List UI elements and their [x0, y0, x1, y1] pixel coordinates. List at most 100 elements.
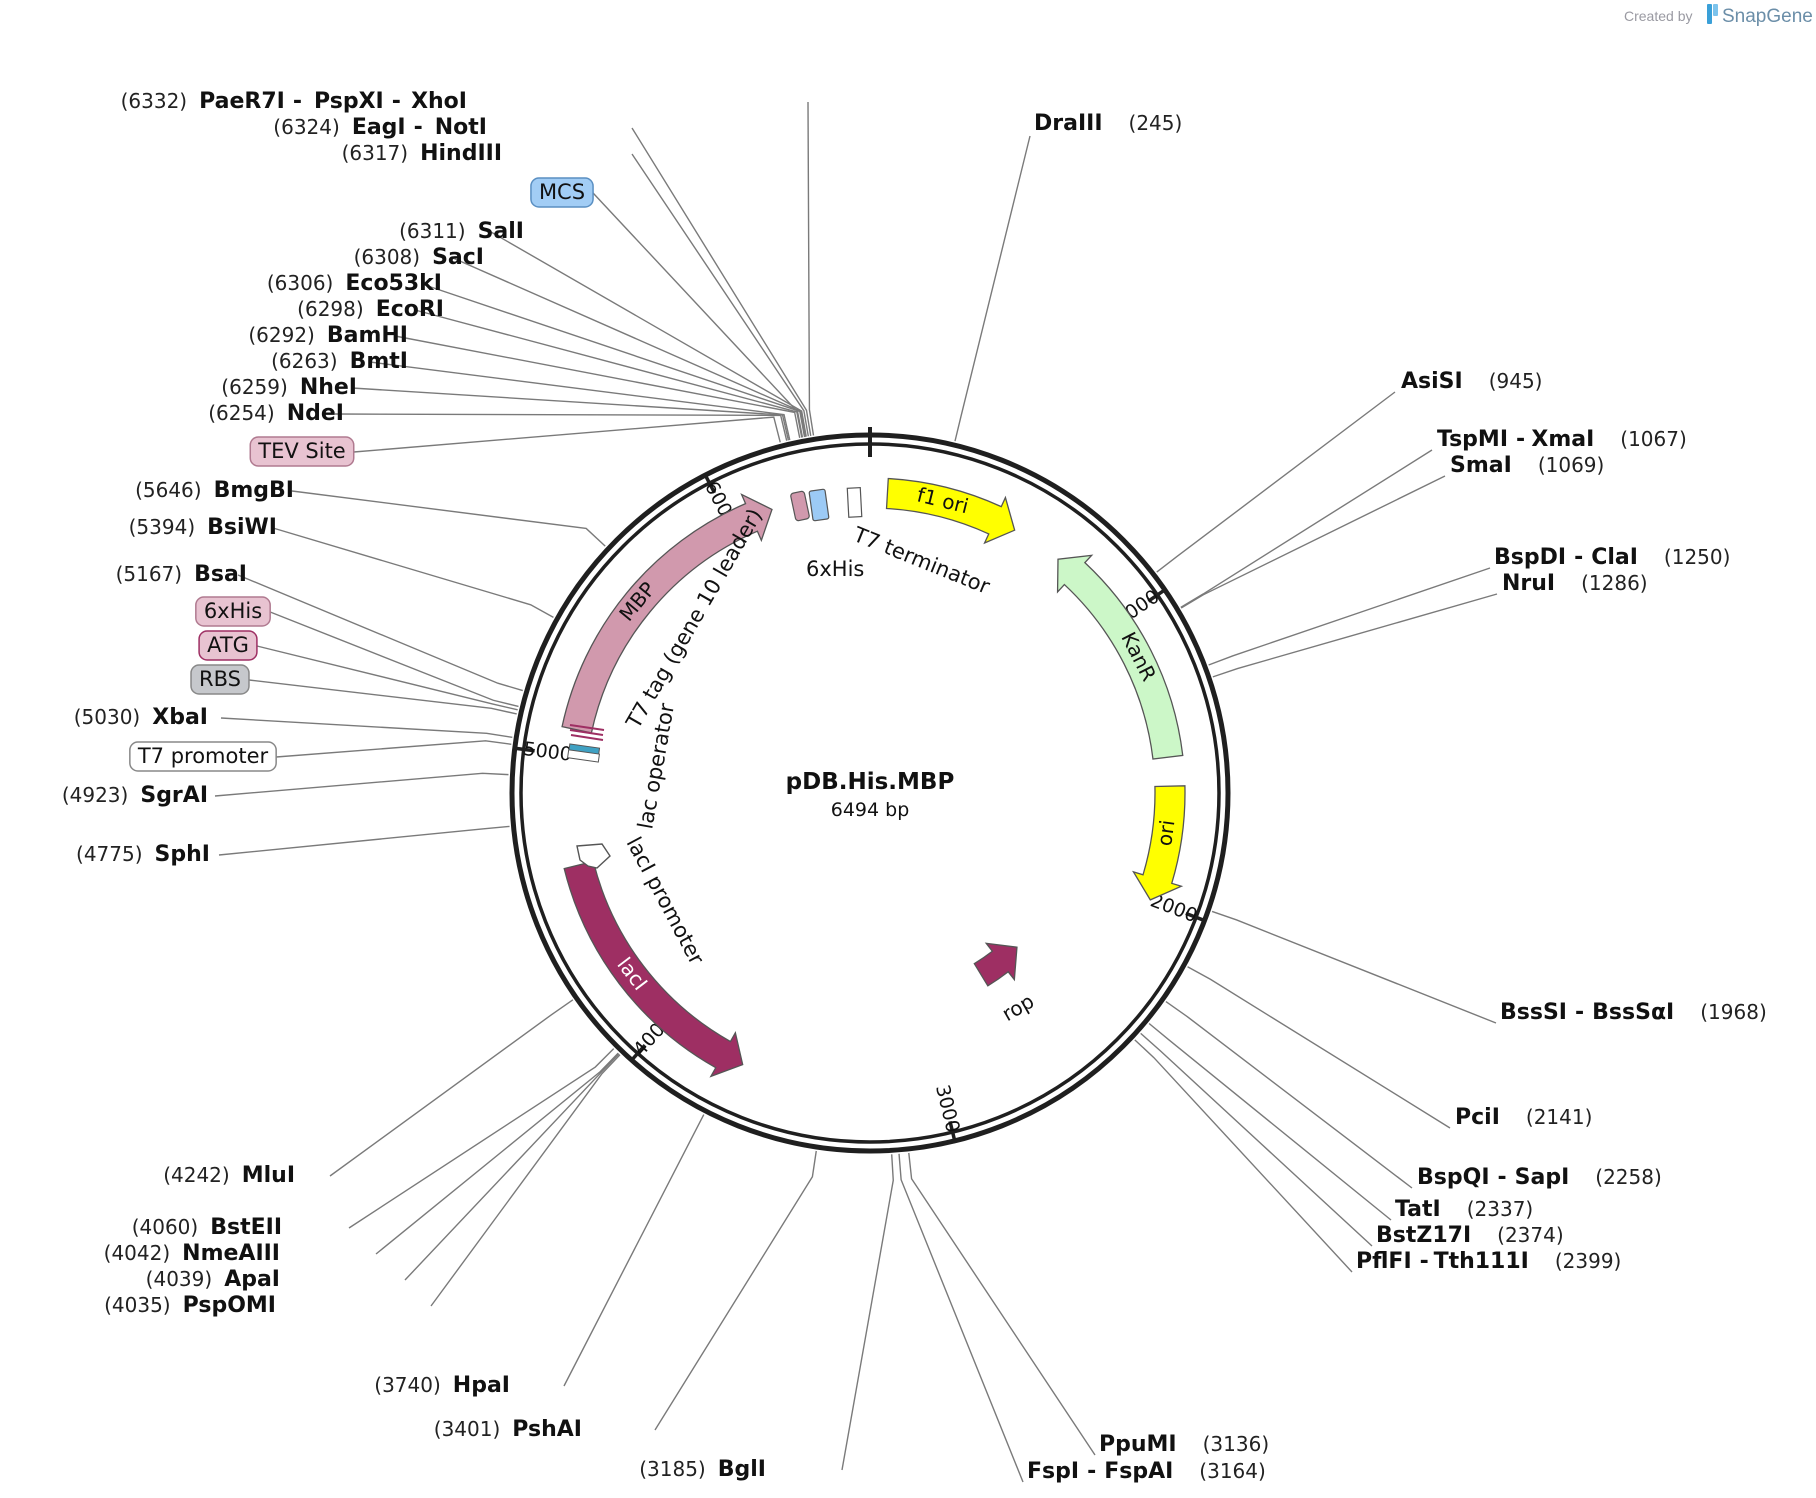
- enzyme-label-text: AsiSI(945): [1401, 369, 1542, 395]
- enzyme-leader-lines: [214, 101, 1498, 1483]
- leader-line: [218, 825, 510, 856]
- enzyme-label-text: (6332)PaeR7I-PspXI-XhoI: [121, 89, 467, 115]
- enzyme-position: (245): [1129, 111, 1183, 135]
- enzyme-bmti[interactable]: (6263)BmtI: [271, 349, 408, 375]
- leader-line: [563, 1114, 705, 1387]
- leader-line: [220, 717, 513, 739]
- feature-box-bg: [190, 664, 250, 695]
- enzyme-sali[interactable]: (6311)SalI: [399, 219, 524, 245]
- feature-box-6xhis[interactable]: 6xHis: [195, 596, 271, 627]
- enzyme-labels: (6332)PaeR7I-PspXI-XhoI(6324)EagI-NotI(6…: [62, 89, 1767, 1485]
- enzyme-sgrai[interactable]: (4923)SgrAI: [62, 783, 208, 809]
- feature-laci: [563, 860, 744, 1078]
- feature-box-mcs[interactable]: MCS: [530, 177, 594, 208]
- enzyme-eco53ki[interactable]: (6306)Eco53kI: [267, 271, 442, 297]
- leader-line: [237, 574, 523, 692]
- enzyme-nhei[interactable]: (6259)NheI: [221, 375, 357, 401]
- leader-line: [329, 999, 574, 1177]
- enzyme-position: (6324): [273, 115, 340, 139]
- enzyme-position: (945): [1489, 369, 1543, 393]
- leader-line: [954, 135, 1031, 442]
- enzyme-label-text: (5030)XbaI: [74, 705, 208, 731]
- enzyme-fspi-fspai[interactable]: FspI-FspAI(3164): [1027, 1459, 1266, 1485]
- enzyme-label-text: (6308)SacI: [354, 245, 484, 271]
- enzyme-position: (1286): [1581, 571, 1648, 595]
- feature-box-atg[interactable]: ATG: [198, 630, 258, 661]
- enzyme-mlui[interactable]: (4242)MluI: [163, 1163, 295, 1189]
- feature-box-t7-promoter[interactable]: T7 promoter: [129, 741, 277, 772]
- enzyme-name: BsiWI: [207, 515, 277, 540]
- enzyme-name: XbaI: [152, 705, 208, 730]
- enzyme-bamhi[interactable]: (6292)BamHI: [248, 323, 408, 349]
- enzyme-bsai[interactable]: (5167)BsaI: [116, 562, 247, 588]
- enzyme-position: (4042): [104, 1241, 171, 1265]
- enzyme-pflfi-tth111i[interactable]: PflFI-Tth111I(2399): [1356, 1249, 1621, 1275]
- enzyme-position: (1067): [1620, 427, 1687, 451]
- enzyme-eagi-noti[interactable]: (6324)EagI-NotI: [273, 115, 487, 141]
- enzyme-name: SacI: [432, 245, 484, 270]
- enzyme-name: NotI: [435, 115, 487, 140]
- enzyme-apai[interactable]: (4039)ApaI: [146, 1267, 280, 1293]
- mcs-marker: [808, 488, 830, 522]
- enzyme-bspqi-sapi[interactable]: BspQI-SapI(2258): [1417, 1165, 1662, 1191]
- enzyme-pshai[interactable]: (3401)PshAI: [434, 1417, 582, 1443]
- enzyme-name: EagI: [352, 115, 406, 140]
- enzyme-hindiii[interactable]: (6317)HindIII: [342, 141, 502, 167]
- enzyme-name: BspDI: [1494, 545, 1566, 570]
- enzyme-label-text: PflFI-Tth111I(2399): [1356, 1249, 1621, 1275]
- enzyme-position: (4242): [163, 1163, 230, 1187]
- enzyme-ppumi[interactable]: PpuMI(3136): [1099, 1432, 1269, 1458]
- enzyme-name: FspAI: [1104, 1459, 1173, 1484]
- enzyme-tati[interactable]: TatI(2337): [1395, 1197, 1533, 1223]
- t7-terminator-marker: [846, 487, 863, 518]
- enzyme-position: (1250): [1664, 545, 1731, 569]
- small-features: [567, 487, 863, 869]
- enzyme-name: BamHI: [327, 323, 408, 348]
- enzyme-label-text: (3185)BglI: [639, 1457, 766, 1483]
- enzyme-saci[interactable]: (6308)SacI: [354, 245, 484, 271]
- enzyme-name: PspXI: [314, 89, 384, 114]
- enzyme-name: BglI: [718, 1457, 766, 1482]
- enzyme-nmeaiii[interactable]: (4042) NmeAIII: [104, 1241, 280, 1267]
- enzyme-name: NruI: [1502, 571, 1555, 596]
- enzyme-position: (6254): [208, 401, 275, 425]
- enzyme-name: NmeAIII: [182, 1241, 280, 1266]
- leader-line: [1180, 475, 1446, 609]
- enzyme-bgli[interactable]: (3185)BglI: [639, 1457, 766, 1483]
- enzyme-name: Tth111I: [1434, 1249, 1529, 1274]
- feature-box-rbs[interactable]: RBS: [190, 664, 250, 695]
- enzyme-nrui[interactable]: NruI (1286): [1502, 571, 1648, 597]
- leader-line: [272, 527, 554, 618]
- enzyme-ecori[interactable]: (6298)EcoRI: [297, 297, 444, 323]
- enzyme-bsssi-bsss-i[interactable]: BssSI-BssSαI(1968): [1500, 1000, 1767, 1026]
- enzyme-xbai[interactable]: (5030)XbaI: [74, 705, 208, 731]
- enzyme-asisi[interactable]: AsiSI(945): [1401, 369, 1542, 395]
- enzyme-smai[interactable]: SmaI(1069): [1450, 453, 1604, 479]
- feature-ori: [1132, 785, 1186, 901]
- enzyme-ndei[interactable]: (6254)NdeI: [208, 401, 344, 427]
- enzyme-hpai[interactable]: (3740)HpaI: [374, 1373, 510, 1399]
- enzyme-draiii[interactable]: DraIII(245): [1034, 111, 1182, 137]
- enzyme-pspomi[interactable]: (4035)PspOMI: [104, 1293, 276, 1319]
- enzyme-name: SmaI: [1450, 453, 1512, 478]
- enzyme-label-text: (4923)SgrAI: [62, 783, 208, 809]
- enzyme-paer7i-pspxi-xhoi[interactable]: (6332)PaeR7I-PspXI-XhoI: [121, 89, 467, 115]
- feature-box-tev-site[interactable]: TEV Site: [249, 436, 355, 467]
- enzyme-bmgbi[interactable]: (5646)BmgBI: [135, 478, 294, 504]
- enzyme-pcii[interactable]: PciI(2141): [1455, 1105, 1592, 1131]
- leader-line: [334, 413, 788, 441]
- leader-line: [1156, 391, 1396, 573]
- snapgene-logo-icon-2: [1713, 4, 1718, 16]
- enzyme-bstz17i[interactable]: BstZ17I(2374): [1376, 1223, 1564, 1249]
- enzyme-bsteii[interactable]: (4060)BstEII: [132, 1215, 282, 1241]
- enzyme-label-text: FspI-FspAI(3164): [1027, 1459, 1266, 1485]
- enzyme-sphi[interactable]: (4775)SphI: [76, 842, 210, 868]
- enzyme-name: BstZ17I: [1376, 1223, 1471, 1248]
- enzyme-bsiwi[interactable]: (5394)BsiWI: [129, 515, 277, 541]
- enzyme-tspmi-xmai[interactable]: TspMI-XmaI(1067): [1437, 427, 1687, 453]
- enzyme-name: EcoRI: [376, 297, 444, 322]
- enzyme-position: (4775): [76, 842, 143, 866]
- enzyme-name: PflFI: [1356, 1249, 1412, 1274]
- enzyme-bspdi-clai[interactable]: BspDI-ClaI(1250): [1494, 545, 1730, 571]
- feature-box-bg: [129, 741, 277, 772]
